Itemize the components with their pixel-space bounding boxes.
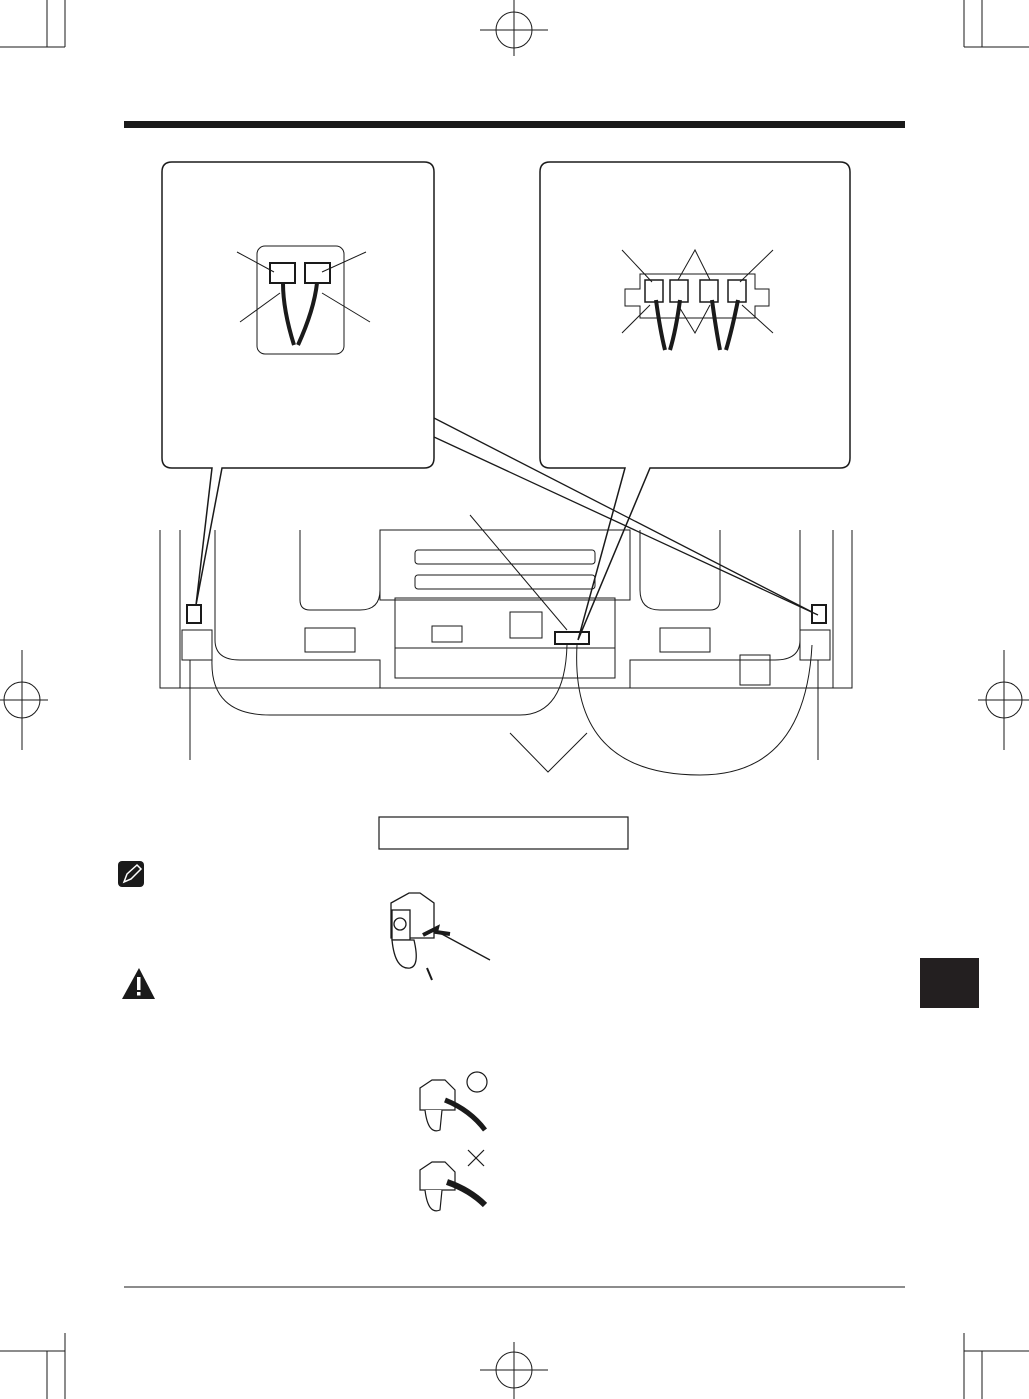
pencil-note-icon [118, 861, 144, 887]
right-callout [539, 161, 851, 641]
clamp-correct-illustration [419, 1071, 488, 1132]
warning-triangle-icon [122, 968, 155, 999]
tv-rear-diagram [159, 514, 853, 776]
circle-ok-icon [466, 1071, 488, 1093]
label-box [378, 816, 629, 850]
section-tab [920, 958, 979, 1008]
left-callout [161, 161, 435, 606]
header-rule [124, 121, 905, 128]
clamp-insert-illustration [390, 892, 491, 981]
cross-ng-icon [467, 1149, 485, 1167]
clamp-incorrect-illustration [419, 1149, 488, 1212]
